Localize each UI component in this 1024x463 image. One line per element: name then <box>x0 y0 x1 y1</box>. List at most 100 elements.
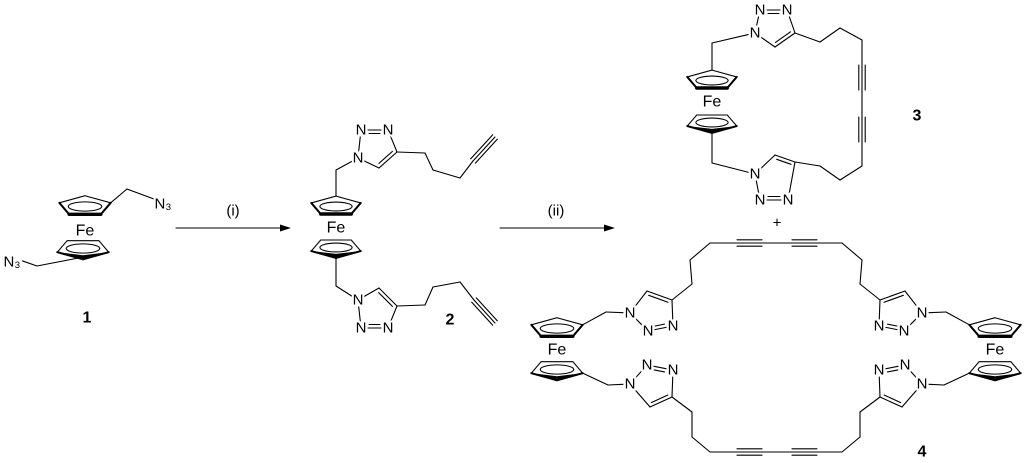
triazole-bond <box>649 396 673 408</box>
bond <box>839 165 863 181</box>
bond <box>582 372 609 386</box>
triazole-n3: N <box>383 320 394 337</box>
plus-sign: + <box>773 215 782 232</box>
triazole-bond <box>363 160 380 169</box>
double-bond-inner <box>774 31 792 43</box>
compound-number-3: 3 <box>913 108 922 125</box>
triazole-bond <box>671 376 674 398</box>
triazole-n2: N <box>900 357 911 374</box>
triazole-bond <box>653 365 667 370</box>
iron-label-1: Fe <box>76 223 95 240</box>
triazole-n1: N <box>750 25 761 42</box>
triazole-bond <box>760 36 776 48</box>
azide-label-bottom: N₃ <box>4 254 21 271</box>
bond <box>819 165 841 181</box>
triazole-bond <box>878 376 881 398</box>
triazole-n3: N <box>782 2 793 19</box>
triazole-n3: N <box>668 362 679 379</box>
triple-bond <box>471 301 494 326</box>
double-bond-inner <box>776 158 792 165</box>
triazole-n2: N <box>755 192 766 209</box>
bond <box>36 251 110 267</box>
triazole-n3: N <box>668 318 679 335</box>
triazole-bond <box>363 287 380 298</box>
triazole-bond <box>390 135 398 153</box>
bond <box>432 281 461 288</box>
cyclopentadienyl-ring <box>310 195 362 216</box>
double-bond-inner <box>648 294 669 303</box>
bond <box>794 32 821 43</box>
cyclopentadienyl-ring <box>686 69 738 90</box>
bond <box>459 160 474 179</box>
double-bond-inner <box>653 369 666 373</box>
triazole-bond <box>879 396 903 408</box>
triazole-bond <box>671 299 674 320</box>
cyclopentadienyl-ring <box>968 317 1022 339</box>
bond <box>605 311 624 314</box>
triazole-n2: N <box>356 320 367 337</box>
cyclopentadienyl-ring <box>530 361 584 382</box>
bond <box>859 259 863 285</box>
bond <box>396 304 426 307</box>
bond <box>859 283 881 301</box>
iron-label-4-left: Fe <box>548 342 567 359</box>
bond <box>335 285 353 297</box>
bond <box>928 383 945 386</box>
triazole-n3: N <box>783 192 794 209</box>
reagent-label-step-1: (i) <box>226 203 239 220</box>
triazole-bond <box>358 136 361 152</box>
bond <box>859 396 881 413</box>
triazole-bond <box>654 326 667 331</box>
triazole-n3: N <box>383 122 394 139</box>
triazole-bond <box>788 16 796 34</box>
triazole-bond <box>390 305 398 323</box>
double-bond-inner <box>886 323 898 327</box>
bond <box>582 311 607 326</box>
bond <box>794 161 821 167</box>
triple-bond <box>472 136 496 162</box>
triazole-bond <box>634 317 644 327</box>
triazole-n1: N <box>353 150 364 167</box>
double-bond-inner <box>883 394 902 404</box>
bond <box>839 27 863 41</box>
bond <box>671 283 693 301</box>
triazole-n1: N <box>917 376 928 393</box>
compound-number-4: 4 <box>918 444 927 461</box>
bond <box>459 281 475 301</box>
triazole-n1: N <box>353 292 364 309</box>
bond <box>21 260 38 267</box>
bond <box>691 436 711 453</box>
triazole-bond <box>755 16 760 27</box>
triazole-bond <box>879 290 906 301</box>
reagent-label-step-2: (ii) <box>548 203 565 220</box>
iron-label-4-right: Fe <box>986 342 1005 359</box>
triazole-bond <box>378 287 398 307</box>
bond <box>396 151 426 154</box>
iron-label-3: Fe <box>703 94 722 111</box>
triple-bond <box>474 138 498 164</box>
double-bond-inner <box>883 294 904 303</box>
bond <box>841 242 863 261</box>
triazole-n1: N <box>625 376 636 393</box>
triple-bond <box>470 134 494 160</box>
bond <box>335 160 353 171</box>
bond <box>819 27 841 43</box>
cyclopentadienyl-ring <box>968 361 1022 382</box>
triazole-bond <box>878 299 881 320</box>
bond <box>424 152 434 171</box>
cp-ring-top <box>58 195 112 217</box>
bond <box>841 436 861 453</box>
compound-number-2: 2 <box>446 312 455 329</box>
triazole-n2: N <box>642 357 653 374</box>
triazole-n2: N <box>899 323 910 340</box>
bond <box>945 311 970 326</box>
triazole-n1: N <box>625 305 636 322</box>
cyclopentadienyl-ring <box>530 317 584 339</box>
triazole-bond <box>378 151 398 169</box>
triazole-bond <box>908 317 918 327</box>
double-bond-inner <box>650 394 669 404</box>
triazole-bond <box>358 306 361 322</box>
triazole-bond <box>904 290 919 309</box>
triazole-bond <box>646 290 673 301</box>
